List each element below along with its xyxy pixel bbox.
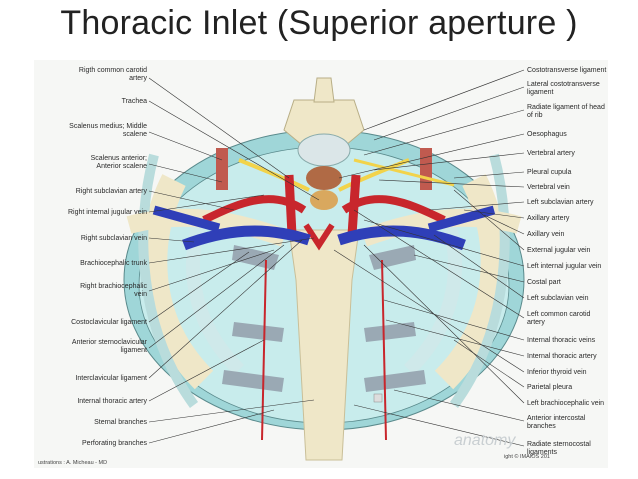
- right-labels: Costotransverse ligament Lateral costotr…: [527, 67, 606, 456]
- label-left-brachiocephalic-vein: Left brachiocephalic vein: [527, 400, 604, 407]
- right-rib-inner: [186, 207, 244, 375]
- scale-marker: [373, 393, 383, 403]
- label-external-jugular-vein: External jugular vein: [527, 247, 591, 254]
- copyright-credit: ight © IMAIOS 201: [504, 453, 550, 460]
- right-axillary-vein: [152, 205, 221, 233]
- label-left-subclavian-vein: Left subclavian vein: [527, 295, 589, 302]
- label-right-subclavian-artery: Right subclavian artery: [76, 188, 148, 195]
- right-costal-cartilage-3: [222, 370, 284, 392]
- slide-title: Thoracic Inlet (Superior aperture ): [60, 4, 578, 42]
- right-internal-thoracic-artery: [261, 259, 267, 441]
- label-vertebral-artery: Vertebral artery: [527, 150, 575, 157]
- label-costal-part: Costal part: [527, 279, 561, 286]
- left-costal-cartilage-3: [364, 370, 426, 392]
- label-inferior-thyroid-vein: Inferior thyroid vein: [527, 369, 587, 376]
- label-internal-thoracic-artery-left: Internal thoracic artery: [77, 398, 147, 405]
- right-rib-1: [141, 174, 214, 390]
- label-vertebral-vein: Vertebral vein: [527, 184, 570, 191]
- label-costotransverse-ligament: Costotransverse ligament: [527, 67, 606, 74]
- right-costal-cartilage-2: [232, 322, 284, 342]
- oesophagus: [306, 166, 342, 190]
- label-axillary-artery: Axillary artery: [527, 215, 570, 222]
- label-parietal-pleura: Parietal pleura: [527, 384, 572, 391]
- left-costal-cartilage-2: [364, 322, 416, 342]
- label-right-subclavian-vein: Right subclavian vein: [81, 235, 147, 242]
- spinous-process: [313, 77, 335, 103]
- left-rib-outer: [449, 153, 510, 408]
- label-internal-thoracic-veins: Internal thoracic veins: [527, 337, 596, 344]
- left-common-carotid: [347, 174, 361, 236]
- right-brachiocephalic-vein: [182, 225, 311, 251]
- label-costoclavicular-ligament: Costoclavicular ligament: [71, 319, 147, 326]
- trachea: [310, 190, 338, 210]
- vertebral-body: [297, 133, 351, 167]
- right-scalene: [216, 148, 228, 190]
- illustrator-credit: ustrations : A. Micheau - MD: [38, 460, 107, 466]
- label-scalenus-anterior: Scalenus anterior;Anterior scalene: [91, 155, 148, 170]
- label-sternal-branches: Sternal branches: [94, 419, 147, 426]
- label-trachea: Trachea: [122, 98, 148, 105]
- right-rib-outer: [138, 153, 199, 408]
- right-costal-cartilage: [232, 245, 279, 270]
- left-internal-thoracic-artery: [381, 259, 387, 441]
- label-right-internal-jugular-vein: Right internal jugular vein: [68, 209, 147, 216]
- label-perforating-branches: Perforating branches: [82, 440, 147, 447]
- left-rib-1: [434, 174, 507, 390]
- watermark-logo: anatomy: [454, 432, 516, 449]
- label-left-subclavian-artery: Left subclavian artery: [527, 199, 594, 206]
- label-oesophagus: Oesophagus: [527, 131, 567, 138]
- left-scalene: [420, 148, 432, 190]
- label-interclavicular-ligament: Interclavicular ligament: [75, 375, 147, 382]
- left-plexus: [353, 158, 455, 187]
- left-costal-cartilage: [369, 245, 416, 270]
- left-axillary-vein: [427, 205, 496, 233]
- right-common-carotid: [284, 174, 297, 236]
- left-rib-inner: [404, 207, 462, 375]
- brachiocephalic-trunk: [303, 223, 335, 251]
- label-pleural-cupula: Pleural cupula: [527, 169, 571, 176]
- label-brachiocephalic-trunk: Brachiocephalic trunk: [80, 260, 147, 267]
- leader-lines: [148, 69, 525, 447]
- label-internal-thoracic-artery-right: Internal thoracic artery: [527, 353, 597, 360]
- label-left-internal-jugular-vein: Left internal jugular vein: [527, 263, 601, 270]
- label-axillary-vein: Axillary vein: [527, 231, 564, 238]
